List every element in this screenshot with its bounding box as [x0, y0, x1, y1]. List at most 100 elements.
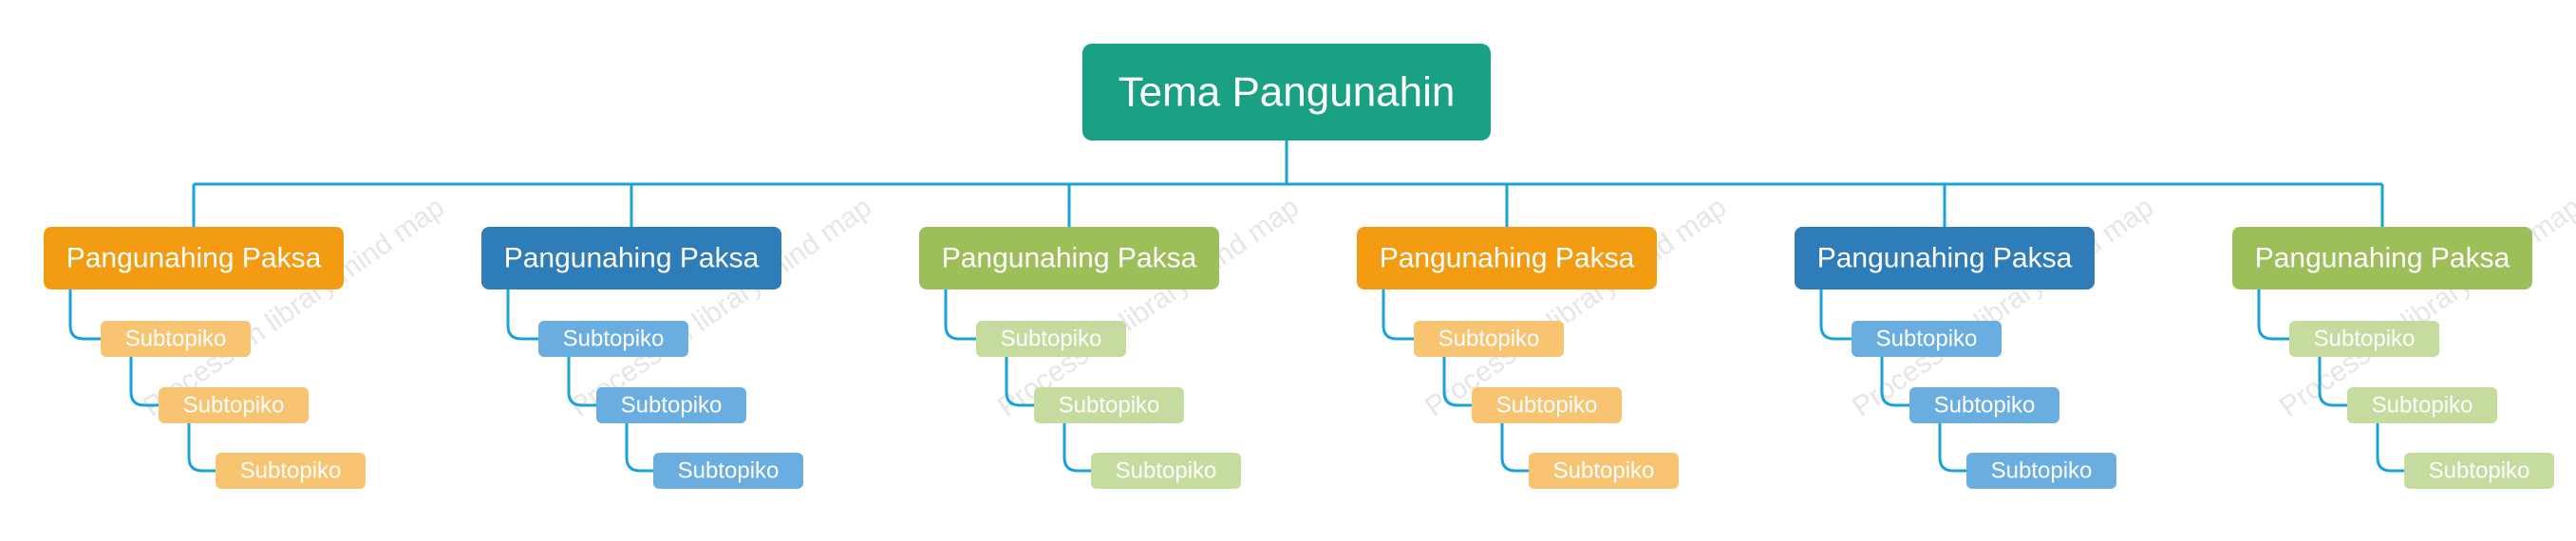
branch-node[interactable]: Pangunahing Paksa: [1795, 227, 2095, 289]
branch-node-box: [481, 227, 781, 289]
connector-layer: [68, 140, 2404, 473]
root-node[interactable]: Tema Pangunahin: [1082, 44, 1491, 140]
subtopic-node-label: Subtopiko: [1001, 326, 1102, 352]
subtopic-connector: [1500, 423, 1529, 473]
subtopic-node[interactable]: Subtopiko: [101, 321, 251, 357]
subtopic-node[interactable]: Subtopiko: [1909, 387, 2059, 423]
branch-node-box: [919, 227, 1219, 289]
subtopic-connector: [1442, 357, 1472, 407]
branch-node-box: [1795, 227, 2095, 289]
subtopic-node-label: Subtopiko: [2314, 326, 2416, 352]
subtopic-connector: [2318, 357, 2347, 407]
subtopic-node-label: Subtopiko: [1438, 326, 1540, 352]
branch-node-box: [2232, 227, 2532, 289]
subtopic-connector: [1062, 423, 1091, 473]
subtopic-node-label: Subtopiko: [2372, 393, 2473, 419]
subtopic-node-box: [1034, 387, 1184, 423]
watermark-text: ProcessOn library mind map: [517, 0, 830, 6]
subtopic-node-box: [976, 321, 1126, 357]
subtopic-node[interactable]: Subtopiko: [653, 453, 803, 489]
subtopic-connector: [567, 357, 596, 407]
subtopic-node-box: [216, 453, 366, 489]
branch-node-label: Pangunahing Paksa: [942, 243, 1197, 274]
subtopic-node-label: Subtopiko: [1553, 458, 1655, 484]
subtopic-node-box: [1966, 453, 2116, 489]
subtopic-node-label: Subtopiko: [1934, 393, 2036, 419]
branch-node-label: Pangunahing Paksa: [1380, 243, 1635, 274]
subtopic-node-box: [2404, 453, 2554, 489]
subtopic-node-label: Subtopiko: [125, 326, 227, 352]
subtopic-node-box: [538, 321, 688, 357]
branch-node-label: Pangunahing Paksa: [66, 243, 322, 274]
subtopic-connector: [68, 289, 101, 341]
subtopic-node[interactable]: Subtopiko: [1529, 453, 1679, 489]
subtopic-node-label: Subtopiko: [240, 458, 342, 484]
subtopic-connector: [506, 289, 538, 341]
subtopic-node[interactable]: Subtopiko: [1034, 387, 1184, 423]
subtopic-node-label: Subtopiko: [2429, 458, 2530, 484]
subtopic-node-box: [1472, 387, 1622, 423]
subtopic-connector: [2257, 289, 2289, 341]
subtopic-node-label: Subtopiko: [1496, 393, 1598, 419]
subtopic-connector: [2376, 423, 2404, 473]
subtopic-node[interactable]: Subtopiko: [1472, 387, 1622, 423]
subtopic-node[interactable]: Subtopiko: [2404, 453, 2554, 489]
subtopic-node[interactable]: Subtopiko: [976, 321, 1126, 357]
subtopic-node-box: [1414, 321, 1564, 357]
subtopic-connector: [1005, 357, 1034, 407]
subtopic-connector: [1880, 357, 1909, 407]
watermark-text: ProcessOn library mind map: [1799, 0, 2112, 6]
branch-node-box: [1357, 227, 1657, 289]
subtopic-connector: [129, 357, 159, 407]
subtopic-node[interactable]: Subtopiko: [596, 387, 746, 423]
watermark-text: ProcessOn library mind map: [1372, 0, 1684, 6]
subtopic-node-label: Subtopiko: [678, 458, 780, 484]
branch-node[interactable]: Pangunahing Paksa: [481, 227, 781, 289]
subtopic-node-label: Subtopiko: [1876, 326, 1978, 352]
subtopic-node-box: [1091, 453, 1241, 489]
branch-node-box: [44, 227, 344, 289]
subtopic-node-label: Subtopiko: [621, 393, 723, 419]
subtopic-node[interactable]: Subtopiko: [1091, 453, 1241, 489]
subtopic-node[interactable]: Subtopiko: [1414, 321, 1564, 357]
subtopic-connector: [944, 289, 976, 341]
subtopic-node[interactable]: Subtopiko: [159, 387, 309, 423]
subtopic-node[interactable]: Subtopiko: [216, 453, 366, 489]
subtopic-node-box: [596, 387, 746, 423]
branch-node[interactable]: Pangunahing Paksa: [1357, 227, 1657, 289]
branch-node[interactable]: Pangunahing Paksa: [44, 227, 344, 289]
branch-node[interactable]: Pangunahing Paksa: [2232, 227, 2532, 289]
subtopic-node-box: [2289, 321, 2439, 357]
branch-node-label: Pangunahing Paksa: [1817, 243, 2073, 274]
branch-node-label: Pangunahing Paksa: [2255, 243, 2510, 274]
watermark-text: ProcessOn library mind map: [945, 0, 1257, 6]
subtopic-connector: [625, 423, 653, 473]
branch-node-label: Pangunahing Paksa: [504, 243, 760, 274]
subtopic-connector: [1382, 289, 1414, 341]
subtopic-node[interactable]: Subtopiko: [1852, 321, 2002, 357]
branch-node[interactable]: Pangunahing Paksa: [919, 227, 1219, 289]
node-layer: Tema Pangunahin Pangunahing PaksaSubtopi…: [44, 44, 2554, 489]
subtopic-node-box: [1909, 387, 2059, 423]
root-node-label: Tema Pangunahin: [1119, 69, 1456, 116]
subtopic-node[interactable]: Subtopiko: [538, 321, 688, 357]
subtopic-node-box: [2347, 387, 2497, 423]
subtopic-node[interactable]: Subtopiko: [2347, 387, 2497, 423]
subtopic-node[interactable]: Subtopiko: [2289, 321, 2439, 357]
subtopic-node-box: [653, 453, 803, 489]
subtopic-node-label: Subtopiko: [1116, 458, 1217, 484]
subtopic-node-label: Subtopiko: [1991, 458, 2093, 484]
subtopic-node-box: [159, 387, 309, 423]
root-node-box: [1082, 44, 1491, 140]
subtopic-node-label: Subtopiko: [563, 326, 665, 352]
subtopic-node-label: Subtopiko: [1059, 393, 1160, 419]
subtopic-node-box: [1529, 453, 1679, 489]
subtopic-connector: [1819, 289, 1852, 341]
subtopic-node-box: [1852, 321, 2002, 357]
subtopic-connector: [1938, 423, 1966, 473]
subtopic-node-label: Subtopiko: [183, 393, 285, 419]
subtopic-connector: [187, 423, 216, 473]
subtopic-node-box: [101, 321, 251, 357]
subtopic-node[interactable]: Subtopiko: [1966, 453, 2116, 489]
